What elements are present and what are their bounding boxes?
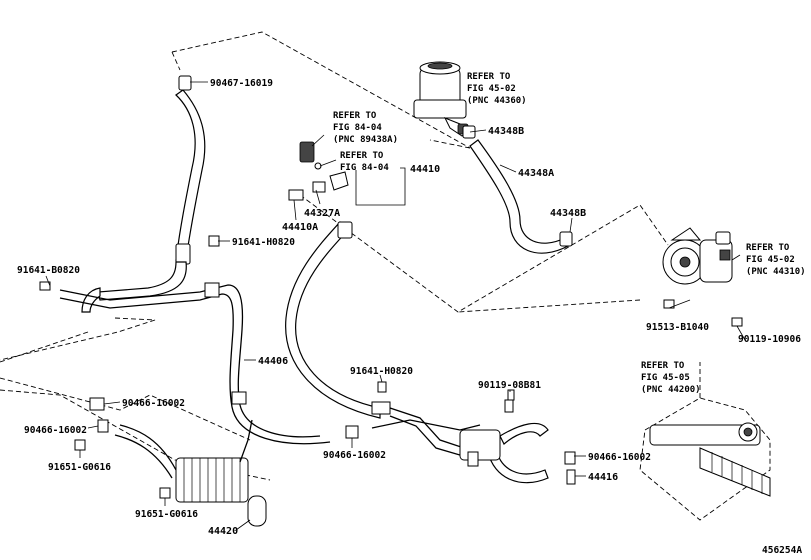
label-90119-10906: 90119-10906 [738,334,801,345]
svg-text:REFER TO: REFER TO [467,72,511,82]
svg-text:REFER TO: REFER TO [746,243,790,253]
label-91651-G0616-b: 91651-G0616 [135,509,198,520]
svg-text:REFER TO: REFER TO [333,111,377,121]
steering-gear [649,422,771,497]
label-90466-16002-c: 90466-16002 [323,450,386,461]
label-91641-H0820-b: 91641-H0820 [350,366,413,377]
svg-text:REFER TO: REFER TO [340,151,384,161]
svg-text:FIG 84-04: FIG 84-04 [340,163,389,173]
label-44348B-top: 44348B [488,126,524,137]
label-90119-08B81: 90119-08B81 [478,380,541,391]
label-91651-G0616-a: 91651-G0616 [48,462,111,473]
diagram-id: 456254A [762,545,802,556]
label-91513-B1040: 91513-B1040 [646,322,709,333]
cooler-44420 [89,397,267,527]
part-labels: 90467-16019 44348B 44348A 44348B 44410 4… [17,78,802,556]
svg-text:(PNC 44360): (PNC 44360) [467,96,527,106]
pressure-tube-44406 [59,282,331,445]
power-steering-pump [662,227,733,285]
svg-text:FIG 45-02: FIG 45-02 [467,84,516,94]
label-44410: 44410 [410,164,440,175]
label-90466-16002-d: 90466-16002 [588,452,651,463]
reservoir-tank [413,61,469,137]
svg-text:(PNC 44310): (PNC 44310) [746,267,806,277]
bolt-90119-10906 [731,317,746,341]
label-90466-16002-a: 90466-16002 [122,398,185,409]
label-44348A: 44348A [518,168,554,179]
svg-text:(PNC 44200): (PNC 44200) [641,385,701,395]
label-44406: 44406 [258,356,288,367]
label-44327A: 44327A [304,208,340,219]
label-90467-16019: 90467-16019 [210,78,273,89]
label-44420: 44420 [208,526,238,537]
leader-lines [45,81,741,531]
label-91641-H0820-a: 91641-H0820 [232,237,295,248]
label-44416: 44416 [588,472,618,483]
dashed-boundary-lines [0,31,771,521]
pressure-switch-assembly [288,141,349,201]
svg-text:(PNC 89438A): (PNC 89438A) [333,135,398,145]
label-91641-B0820: 91641-B0820 [17,265,80,276]
refer-box-44360: REFER TO FIG 45-02 (PNC 44360) [467,72,527,106]
refer-box-fig84-04: REFER TO FIG 84-04 [340,151,389,173]
refer-box-44200: REFER TO FIG 45-05 (PNC 44200) [641,361,701,395]
svg-text:FIG 45-05: FIG 45-05 [641,373,690,383]
label-44348B-mid: 44348B [550,208,586,219]
svg-text:FIG 84-04: FIG 84-04 [333,123,382,133]
hose-44348A [462,125,573,254]
svg-text:REFER TO: REFER TO [641,361,685,371]
pressure-hose-center [285,221,391,419]
svg-text:FIG 45-02: FIG 45-02 [746,255,795,265]
bolt-91513-B1040 [663,299,691,309]
tubes-to-gear [371,399,549,484]
label-90466-16002-b: 90466-16002 [24,425,87,436]
label-44410A: 44410A [282,222,318,233]
refer-box-89438A: REFER TO FIG 84-04 (PNC 89438A) [333,111,398,145]
return-hose-left [81,75,206,313]
refer-box-44310: REFER TO FIG 45-02 (PNC 44310) [746,243,806,277]
